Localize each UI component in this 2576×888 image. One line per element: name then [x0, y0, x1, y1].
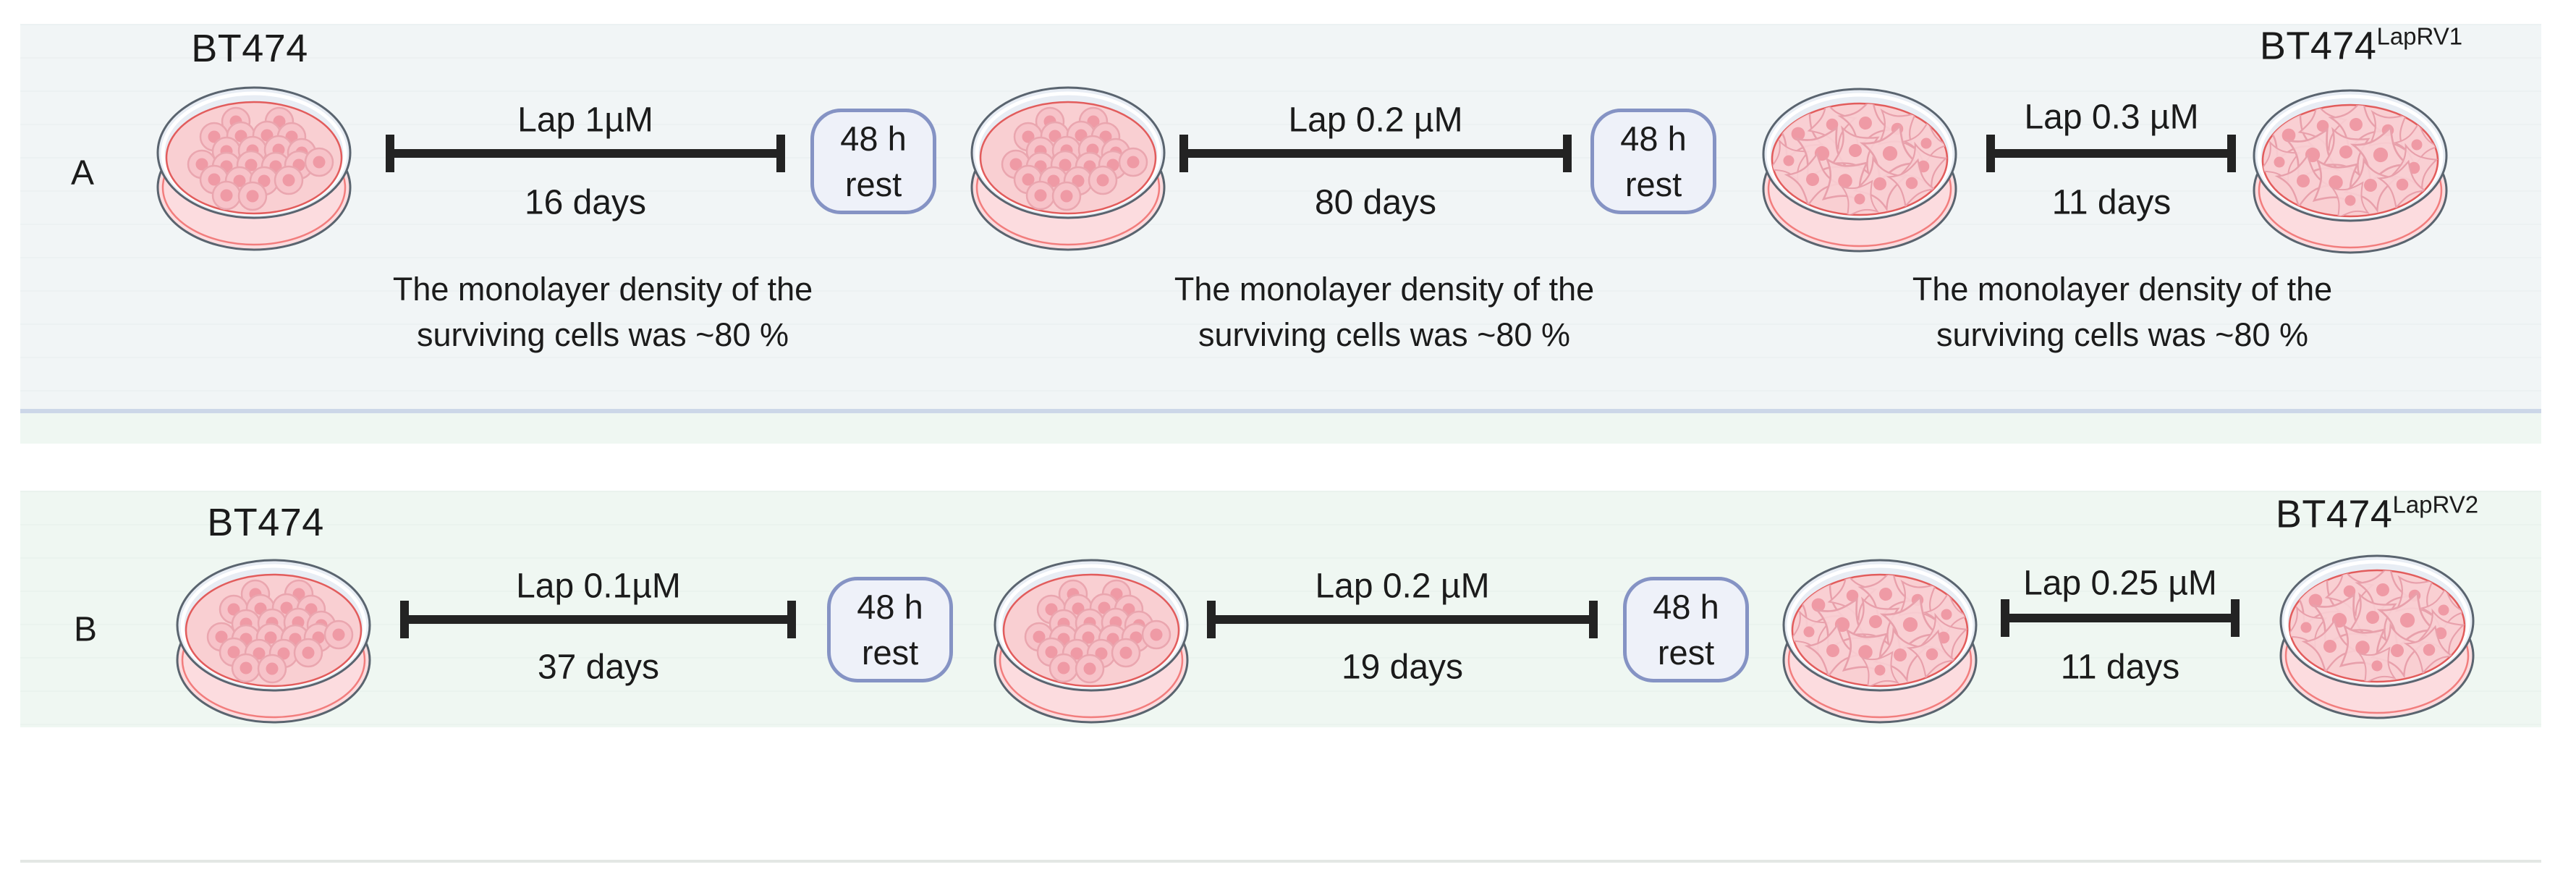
treatment-arrow-a3	[1986, 135, 2236, 172]
density-note-line1: The monolayer density of the	[1912, 271, 2333, 308]
figure-bottom-rule	[20, 860, 2541, 863]
cell-line-superscript: LapRV2	[2392, 491, 2479, 518]
panel-divider-line	[20, 409, 2541, 413]
treatment-b3-duration-label: 11 days	[2060, 648, 2180, 687]
treatment-b1-duration-label: 37 days	[537, 648, 660, 687]
cell-line-superscript: LapRV1	[2376, 22, 2463, 50]
arrow-endcap-icon	[787, 601, 796, 638]
panel-b-start-cell-line-label: BT474	[207, 501, 324, 544]
arrow-shaft	[409, 615, 787, 624]
panel-b-end-cell-line-label: BT474LapRV2	[2276, 491, 2478, 537]
panel-b-letter: B	[73, 610, 98, 649]
arrow-shaft	[1216, 615, 1589, 624]
petri-dish-parental-icon	[172, 554, 375, 725]
density-note-line1: The monolayer density of the	[1174, 271, 1595, 308]
panel-a-end-cell-line-label: BT474LapRV1	[2260, 23, 2462, 69]
density-note-a1: The monolayer density of the surviving c…	[393, 266, 813, 358]
rest-badge-a1: 48 h rest	[810, 109, 936, 214]
density-note-a3: The monolayer density of the surviving c…	[1912, 266, 2332, 358]
arrow-endcap-icon	[776, 135, 785, 172]
rest-badge-a2: 48 h rest	[1590, 109, 1716, 214]
treatment-b2-duration-label: 19 days	[1341, 648, 1464, 687]
rest-badge-line1: 48 h	[1620, 119, 1687, 158]
panel-a-letter: A	[70, 153, 95, 193]
arrow-endcap-icon	[1207, 601, 1216, 638]
arrow-shaft	[2009, 614, 2231, 622]
arrow-shaft	[1995, 149, 2227, 158]
arrow-endcap-icon	[386, 135, 394, 172]
rest-badge-line2: rest	[861, 633, 919, 672]
treatment-b1-drug-label: Lap 0.1µM	[516, 567, 681, 606]
rest-badge-line2: rest	[1657, 633, 1715, 672]
petri-dish-parental-icon	[990, 554, 1192, 725]
panel-a-start-cell-line-label: BT474	[191, 27, 308, 70]
rest-badge-line1: 48 h	[840, 119, 907, 158]
density-note-line1: The monolayer density of the	[392, 271, 813, 308]
rest-badge-line2: rest	[1624, 165, 1682, 203]
arrow-shaft	[394, 149, 776, 158]
arrow-endcap-icon	[1563, 135, 1572, 172]
panel-a-background-band	[20, 24, 2541, 409]
petri-dish-resistant-icon	[1779, 554, 1981, 725]
divider-green-strip	[20, 413, 2541, 444]
treatment-b2-drug-label: Lap 0.2 µM	[1315, 567, 1490, 606]
arrow-endcap-icon	[2001, 599, 2009, 637]
arrow-endcap-icon	[1589, 601, 1598, 638]
density-note-line2: surviving cells was ~80 %	[417, 316, 789, 353]
treatment-a1-drug-label: Lap 1µM	[517, 101, 653, 140]
arrow-endcap-icon	[400, 601, 409, 638]
rest-badge-line2: rest	[844, 165, 902, 203]
petri-dish-parental-icon	[967, 82, 1169, 253]
petri-dish-resistant-icon	[2249, 85, 2452, 255]
treatment-arrow-a2	[1179, 135, 1572, 172]
petri-dish-resistant-icon	[1758, 83, 1961, 254]
panel-b-background-band	[20, 491, 2541, 727]
cell-line-base: BT474	[2275, 492, 2393, 536]
rest-badge-line1: 48 h	[857, 588, 923, 626]
arrow-shaft	[1188, 149, 1563, 158]
treatment-arrow-b1	[400, 601, 796, 638]
rest-badge-b1: 48 h rest	[827, 577, 953, 682]
cell-line-base: BT474	[2259, 24, 2377, 68]
density-note-line2: surviving cells was ~80 %	[1198, 316, 1570, 353]
treatment-arrow-a1	[386, 135, 785, 172]
rest-badge-line1: 48 h	[1653, 588, 1719, 626]
treatment-a3-drug-label: Lap 0.3 µM	[2024, 98, 2199, 137]
treatment-arrow-b2	[1207, 601, 1598, 638]
treatment-a2-duration-label: 80 days	[1314, 183, 1437, 222]
density-note-a2: The monolayer density of the surviving c…	[1174, 266, 1594, 358]
petri-dish-parental-icon	[153, 82, 355, 253]
density-note-line2: surviving cells was ~80 %	[1936, 316, 2308, 353]
arrow-endcap-icon	[1986, 135, 1995, 172]
treatment-arrow-b3	[2001, 599, 2240, 637]
arrow-endcap-icon	[2231, 599, 2240, 637]
treatment-a1-duration-label: 16 days	[524, 183, 647, 222]
petri-dish-resistant-icon	[2276, 550, 2478, 721]
treatment-b3-drug-label: Lap 0.25 µM	[2023, 564, 2217, 603]
treatment-a3-duration-label: 11 days	[2051, 183, 2172, 222]
arrow-endcap-icon	[1179, 135, 1188, 172]
rest-badge-b2: 48 h rest	[1623, 577, 1749, 682]
treatment-a2-drug-label: Lap 0.2 µM	[1288, 101, 1463, 140]
arrow-endcap-icon	[2227, 135, 2236, 172]
